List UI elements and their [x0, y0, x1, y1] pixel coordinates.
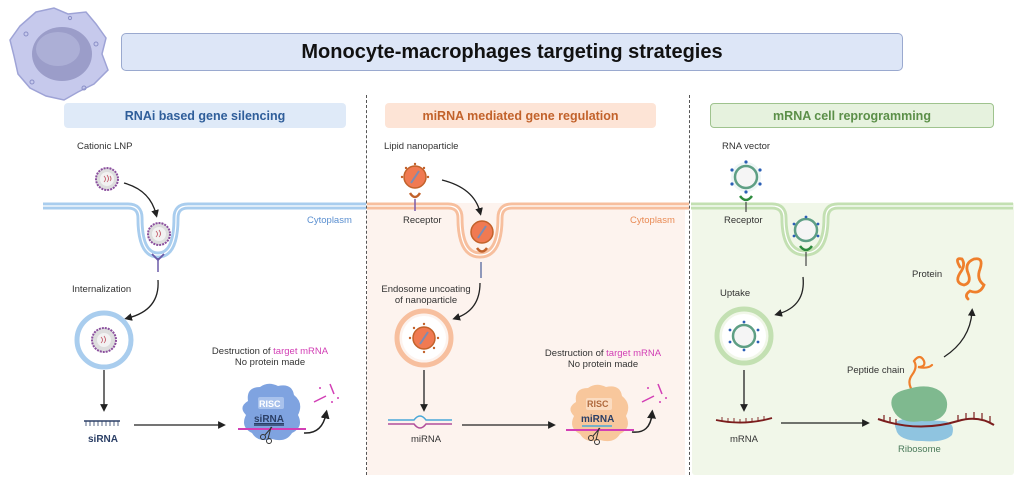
protein-folded-icon — [956, 257, 986, 301]
risc-complex-blue-icon — [238, 383, 306, 444]
outcome-text-2: Destruction of target mRNA No protein ma… — [538, 348, 668, 370]
panel-divider-1 — [366, 95, 367, 475]
degraded-mrna-fragments-icon — [313, 383, 339, 403]
endosome-label-line2: of nanoparticle — [394, 295, 458, 306]
outcome-prefix-2: Destruction of — [544, 348, 607, 359]
label-receptor-3: Receptor — [724, 215, 763, 226]
peptide-chain-icon — [908, 355, 934, 395]
label-mrna: mRNA — [730, 434, 758, 445]
label-rna-vector: RNA vector — [722, 141, 771, 152]
label-receptor-2: Receptor — [403, 215, 442, 226]
mrna-strand-icon — [715, 416, 773, 424]
endosome-with-lnp-icon — [74, 310, 134, 370]
risc-label-1: RISC — [259, 399, 281, 409]
label-cytoplasm-2: Cytoplasm — [630, 215, 675, 226]
outcome-no-protein: No protein made — [234, 357, 306, 368]
panel-header-rnai: RNAi based gene silencing — [64, 103, 346, 128]
lnp-in-pit-orange-icon — [470, 220, 494, 253]
risc-complex-orange-icon — [566, 384, 634, 445]
outcome-no-protein-2: No protein made — [567, 359, 639, 370]
risc-sirna-label: siRNA — [254, 414, 285, 425]
risc-label-2: RISC — [587, 399, 609, 409]
ribosome-translating-mrna-icon — [877, 386, 995, 442]
panel-divider-2 — [689, 95, 690, 475]
macrophage-cell-icon — [9, 7, 109, 101]
panel-header-mirna: miRNA mediated gene regulation — [385, 103, 656, 128]
risc-mirna-label: miRNA — [581, 414, 615, 425]
sirna-strand-icon — [84, 420, 120, 426]
target-mrna-highlight: target mRNA — [273, 346, 329, 357]
cationic-lnp-particle-icon — [95, 167, 119, 191]
label-cationic-lnp: Cationic LNP — [77, 141, 133, 152]
label-uptake: Uptake — [720, 288, 751, 299]
label-cytoplasm-1: Cytoplasm — [307, 215, 352, 226]
label-sirna: siRNA — [88, 434, 119, 445]
lnp-in-pit-icon — [147, 222, 171, 246]
vector-in-pit-icon — [792, 215, 820, 266]
label-ribosome: Ribosome — [898, 444, 941, 455]
mirna-hairpin-icon — [388, 415, 452, 429]
degraded-mrna-fragments-icon-2 — [641, 383, 667, 403]
rna-vector-icon — [730, 160, 762, 212]
endosome-with-vector-icon — [714, 306, 774, 366]
endosome-with-nanoparticle-icon — [394, 308, 454, 368]
outcome-prefix: Destruction of — [211, 346, 274, 357]
target-mrna-highlight-2: target mRNA — [606, 348, 662, 359]
lipid-nanoparticle-icon — [400, 162, 430, 211]
label-protein: Protein — [912, 269, 943, 280]
label-lipid-nanoparticle: Lipid nanoparticle — [384, 141, 459, 152]
label-endosome-uncoating: Endosome uncoating of nanoparticle — [370, 284, 482, 306]
outcome-text-1: Destruction of target mRNA No protein ma… — [205, 346, 335, 368]
label-peptide-chain: Peptide chain — [847, 365, 905, 376]
endosome-label-line1: Endosome uncoating — [381, 284, 471, 295]
diagram-title: Monocyte-macrophages targeting strategie… — [121, 33, 903, 71]
label-mirna: miRNA — [411, 434, 442, 445]
label-internalization: Internalization — [72, 284, 132, 295]
panel-header-mrna: mRNA cell reprogramming — [710, 103, 994, 128]
